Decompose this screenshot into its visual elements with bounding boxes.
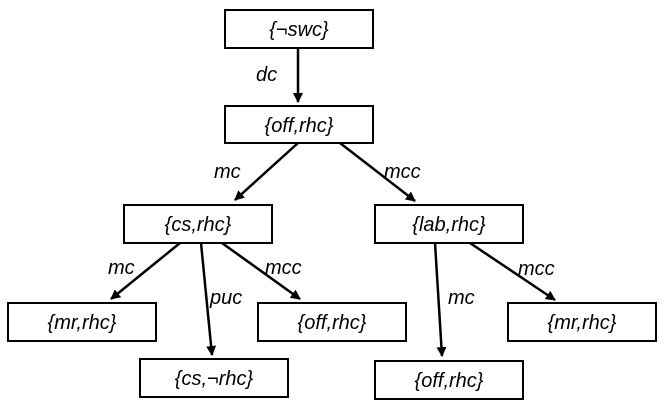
node-label: {mr,rhc} (548, 312, 617, 334)
node-label: {lab,rhc} (412, 214, 486, 236)
edge-mc-right (433, 242, 447, 357)
edge-label-mc-left: mc (108, 257, 135, 279)
edge-label-dc: dc (256, 64, 277, 86)
edge-mcc-right (469, 241, 556, 302)
node-label: {¬swc} (269, 19, 329, 41)
edge-label-mcc-root: mcc (384, 161, 421, 183)
node-off-rhc-right: {off,rhc} (374, 360, 524, 400)
edge-label-mc-root: mc (214, 161, 241, 183)
node-label: {cs,rhc} (165, 214, 232, 236)
node-label: {off,rhc} (298, 312, 367, 334)
edge-mcc-root (339, 142, 416, 202)
node-lab-rhc: {lab,rhc} (374, 204, 524, 244)
edge-label-mcc-right: mcc (518, 258, 555, 280)
edge-mcc-left (221, 241, 301, 301)
node-off-rhc-middle: {off,rhc} (257, 302, 407, 342)
node-cs-not-rhc: {cs,¬rhc} (139, 358, 289, 398)
node-cs-rhc: {cs,rhc} (123, 204, 273, 244)
node-off-rhc-root: {off,rhc} (224, 105, 374, 144)
node-mr-rhc-right: {mr,rhc} (507, 302, 657, 342)
edge-label-mc-right: mc (448, 287, 475, 309)
edge-mc-left (110, 242, 181, 300)
edge-mc-root (234, 142, 299, 201)
node-label: {cs,¬rhc} (175, 368, 254, 390)
edge-puc (199, 242, 217, 356)
node-not-swc: {¬swc} (224, 9, 374, 49)
edge-label-mcc-left: mcc (265, 257, 302, 279)
node-label: {off,rhc} (265, 115, 334, 137)
node-mr-rhc-left: {mr,rhc} (7, 302, 157, 342)
node-label: {mr,rhc} (48, 312, 117, 334)
node-label: {off,rhc} (415, 370, 484, 392)
edge-label-puc: puc (209, 287, 242, 309)
